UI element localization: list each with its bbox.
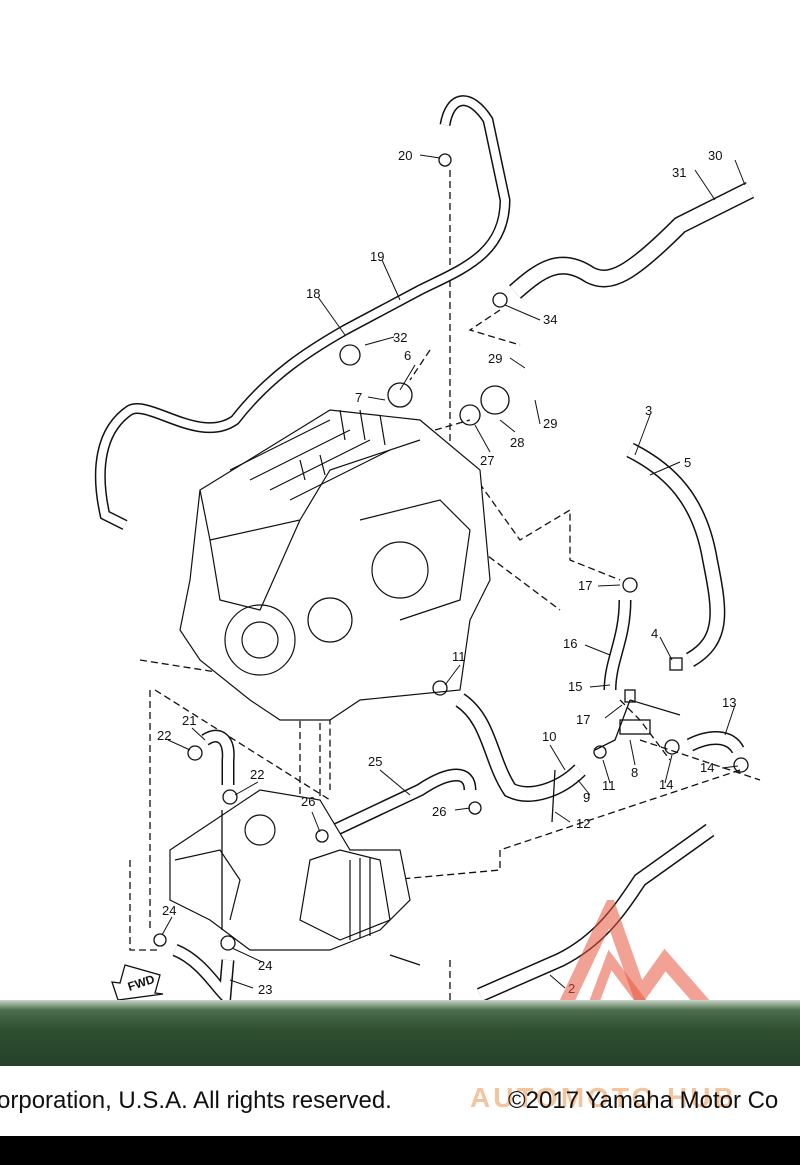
callout-4: 4 <box>651 626 658 641</box>
callout-32: 32 <box>393 330 407 345</box>
copyright-left: orporation, U.S.A. All rights reserved. <box>0 1087 392 1114</box>
jet-pump <box>169 789 411 951</box>
footer: AUTOMOTO HUB orporation, U.S.A. All righ… <box>0 1066 800 1136</box>
callout-6: 6 <box>404 348 411 363</box>
watermark-text: AUTOMOTO HUB <box>470 1082 737 1113</box>
hose-18-19 <box>94 95 511 530</box>
parts-diagram: FWD 20 31 30 19 18 34 32 6 29 7 28 29 27 3 5 17 16 4 15 11 1… <box>94 95 761 1000</box>
callout-14: 14 <box>659 777 673 792</box>
callout-30: 30 <box>708 148 722 163</box>
bottom-bar <box>0 1136 800 1165</box>
callout-5: 5 <box>684 455 691 470</box>
callout-31: 31 <box>672 165 686 180</box>
fwd-arrow: FWD <box>111 964 164 1000</box>
callout-13: 13 <box>722 695 736 710</box>
hose-16 <box>603 599 632 691</box>
green-banner <box>0 1000 800 1066</box>
callout-10: 10 <box>542 729 556 744</box>
callout-24: 24 <box>162 903 176 918</box>
leader-lines <box>161 154 746 989</box>
hose-23 <box>172 943 235 1000</box>
callout-26: 26 <box>301 794 315 809</box>
callout-20: 20 <box>398 148 412 163</box>
callout-19: 19 <box>370 249 384 264</box>
callout-34: 34 <box>543 312 557 327</box>
callout-9: 9 <box>583 790 590 805</box>
callout-21: 21 <box>182 713 196 728</box>
callout-16: 16 <box>563 636 577 651</box>
hose-25 <box>332 768 477 836</box>
callout-27: 27 <box>480 453 494 468</box>
callout-7: 7 <box>355 390 362 405</box>
callout-18: 18 <box>306 286 320 301</box>
callout-29: 29 <box>543 416 557 431</box>
engine-block <box>179 409 491 721</box>
callout-25: 25 <box>368 754 382 769</box>
hose-13 <box>686 731 745 755</box>
hose-9 <box>455 693 586 802</box>
fittings <box>153 153 749 966</box>
callout-15: 15 <box>568 679 582 694</box>
callout-22: 22 <box>157 728 171 743</box>
callout-29: 29 <box>488 351 502 366</box>
callout-3: 3 <box>645 403 652 418</box>
hose-21 <box>201 729 235 785</box>
callout-24: 24 <box>258 958 272 973</box>
callout-22: 22 <box>250 767 264 782</box>
hose-5 <box>626 442 726 667</box>
callout-14: 14 <box>700 760 714 775</box>
callout-17: 17 <box>578 578 592 593</box>
callout-8: 8 <box>631 765 638 780</box>
callout-17: 17 <box>576 712 590 727</box>
callout-12: 12 <box>576 816 590 831</box>
hose-30-31 <box>509 181 755 299</box>
copyright-right: ©2017 Yamaha Motor Co <box>508 1087 779 1114</box>
callout-11: 11 <box>602 778 616 793</box>
callout-11: 11 <box>452 649 466 664</box>
callout-23: 23 <box>258 982 272 997</box>
callout-26: 26 <box>432 804 446 819</box>
callout-28: 28 <box>510 435 524 450</box>
callout-numbers: 20 31 30 19 18 34 32 6 29 7 28 29 27 3 5 17 16 4 15 11 17 13 2… <box>157 148 736 997</box>
